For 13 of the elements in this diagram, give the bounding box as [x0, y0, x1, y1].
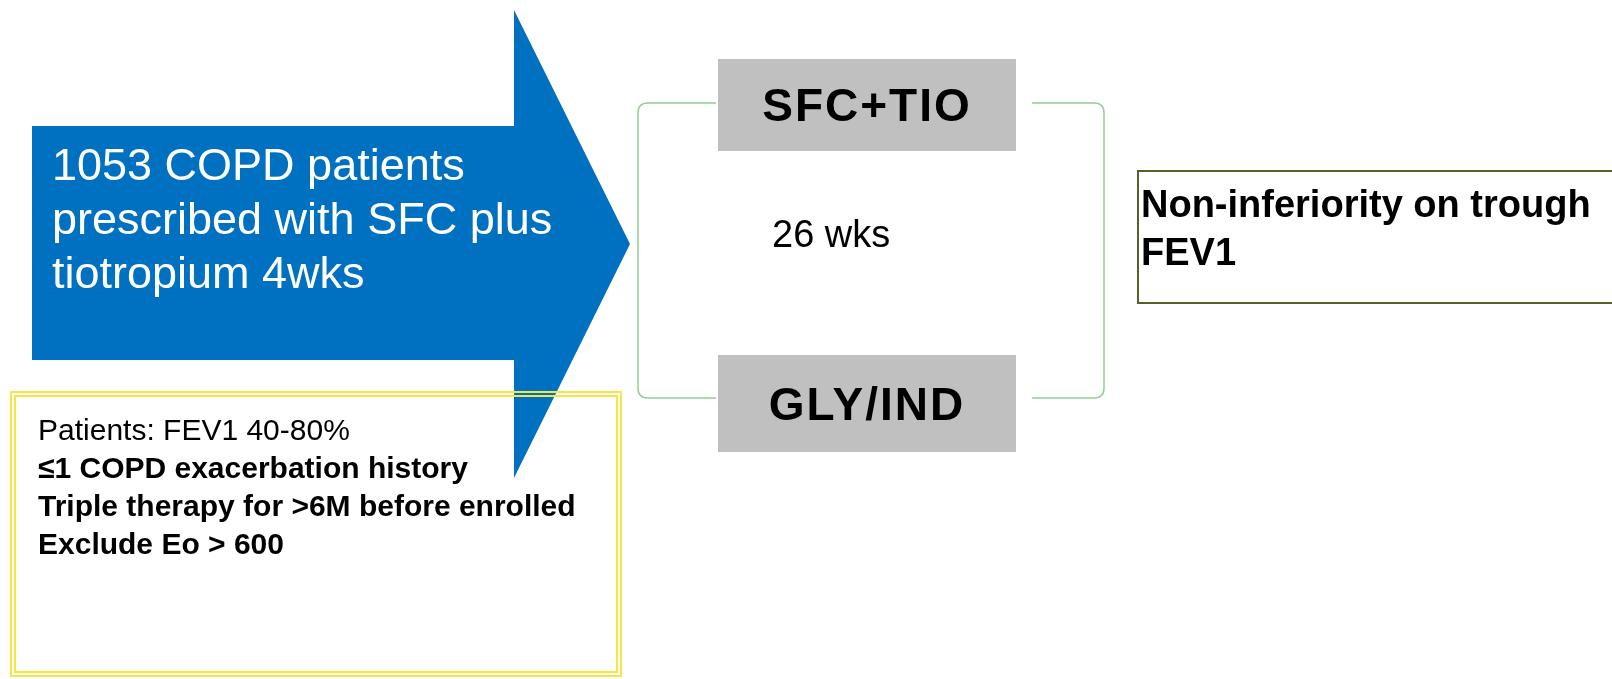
duration-label: 26 wks: [772, 213, 891, 256]
arrow-text: 1053 COPD patients prescribed with SFC plus tiotropium 4wks: [52, 138, 554, 300]
outcome-box: [1137, 170, 1612, 304]
criteria-text: Patients: FEV1 40-80%: [38, 412, 351, 448]
criteria-text: Exclude Eo > 600: [38, 526, 285, 562]
outcome-text: Non-inferiority on trough FEV1: [1141, 182, 1592, 275]
criteria-box: [10, 391, 622, 677]
treatment-text: GLY/IND: [768, 376, 966, 431]
criteria-text: Triple therapy for >6M before enrolled: [38, 488, 577, 524]
treatment-text: SFC+TIO: [762, 78, 972, 132]
treatment-box: [718, 355, 1016, 452]
criteria-text: ≤1 COPD exacerbation history: [38, 450, 469, 486]
treatment-box: [718, 59, 1016, 151]
